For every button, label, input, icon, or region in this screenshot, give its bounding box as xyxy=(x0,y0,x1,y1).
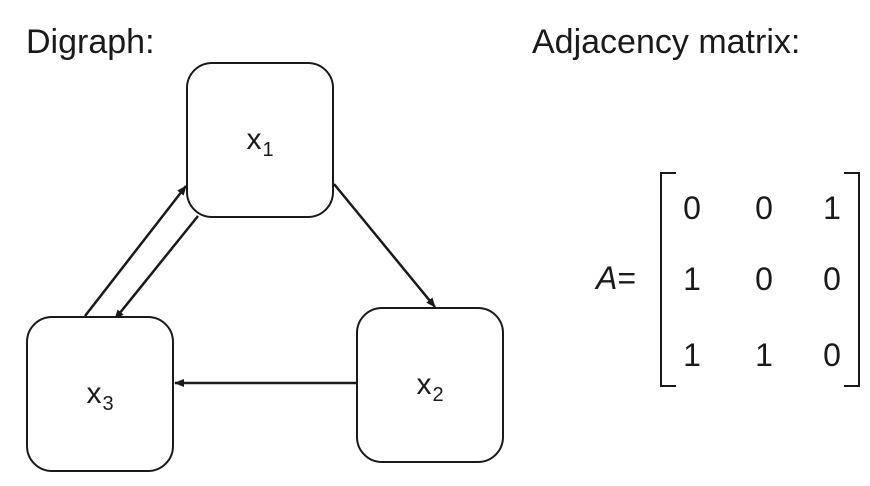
matrix-symbol: A xyxy=(596,260,618,296)
edge-x1-to-x3 xyxy=(114,215,199,320)
edge-x3-to-x1 xyxy=(84,185,187,317)
matrix-cell-3-1: 1 xyxy=(683,337,701,373)
node-x2-label: x xyxy=(416,368,432,401)
matrix-cell-3-2: 1 xyxy=(755,337,773,373)
matrix-cell-2-2: 0 xyxy=(755,261,773,297)
matrix-cell-2-1: 1 xyxy=(683,261,701,297)
matrix-right-bracket xyxy=(844,172,860,387)
matrix-cell-3-3: 0 xyxy=(823,337,841,373)
node-x1-subscript: 1 xyxy=(262,138,274,161)
equals-sign: = xyxy=(617,260,637,296)
matrix-left-bracket xyxy=(660,172,676,387)
edge-x1-to-x2 xyxy=(333,183,436,308)
digraph-heading: Digraph: xyxy=(26,23,155,61)
matrix-cell-1-3: 1 xyxy=(823,190,841,226)
node-x3-subscript: 3 xyxy=(102,392,114,415)
adjacency-matrix-heading: Adjacency matrix: xyxy=(532,23,801,61)
matrix-lhs: A= xyxy=(596,258,636,298)
matrix-cell-1-1: 0 xyxy=(683,190,701,226)
node-x1-label: x xyxy=(246,123,262,156)
matrix-cell-2-3: 0 xyxy=(823,261,841,297)
matrix-cell-1-2: 0 xyxy=(755,190,773,226)
node-x2-subscript: 2 xyxy=(432,383,444,406)
node-x3-label: x xyxy=(86,377,102,410)
